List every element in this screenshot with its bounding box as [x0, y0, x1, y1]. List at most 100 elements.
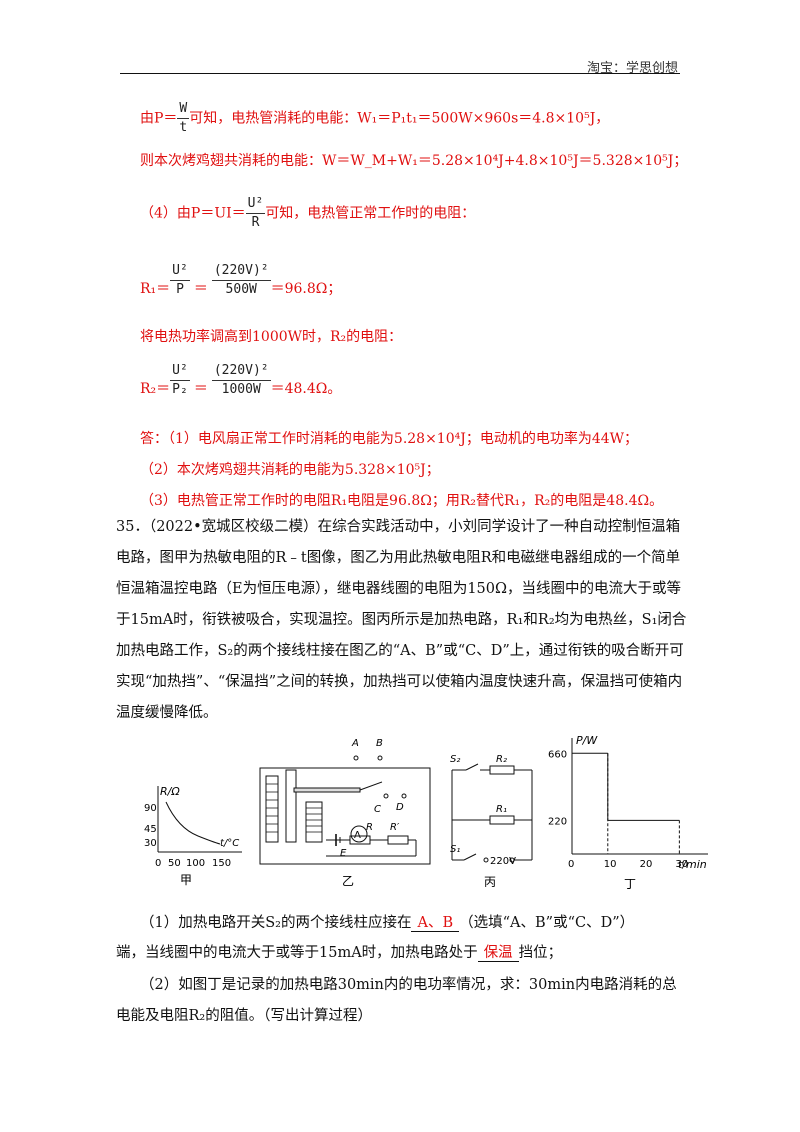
terminal	[483, 857, 489, 863]
jia-xtick-0: 0	[155, 858, 161, 869]
enclosure-frame	[259, 767, 431, 865]
coil-windings	[266, 783, 278, 833]
solution-line-5: 将电热功率调高到1000W时，R₂的电阻：	[140, 329, 403, 345]
iron-core	[265, 775, 279, 843]
switch-s1	[463, 853, 477, 861]
answer-blank-2: 保温	[477, 945, 519, 962]
label-s1: S₁	[450, 844, 460, 855]
terminal-d	[401, 793, 407, 799]
solution-line-2: 则本次烤鸡翅共消耗的电能：W＝W_M+W₁＝5.28×10⁴J+4.8×10⁵J…	[140, 153, 688, 169]
resistor-r1	[489, 815, 515, 825]
answer-blank-1: A、B	[411, 915, 460, 932]
text: （4）由P＝UI＝	[140, 205, 246, 222]
relay-windings	[306, 807, 322, 833]
figure-ding-chart: P/W t/min 丁 220 660 0 10 20 30	[548, 734, 708, 891]
question-35: 35．（2022•宽城区校级二模）在综合实践活动中，小刘同学设计了一种自动控制恒…	[116, 512, 688, 729]
label-r-prime: R′	[390, 822, 400, 833]
ammeter-icon	[350, 825, 368, 843]
figure-yi: A B C D A R R′ E 乙	[259, 738, 431, 888]
ding-xtick-label: 30	[675, 859, 688, 870]
armature-bar	[293, 787, 361, 793]
ding-xtick-label: 10	[604, 859, 617, 870]
sub-question-2: （2）如图丁是记录的加热电路30min内的电功率情况，求：30min内电路消耗的…	[116, 977, 677, 1024]
terminal-c	[383, 793, 389, 799]
label-e: E	[340, 848, 347, 859]
label-r: R	[366, 822, 373, 833]
switch-blade	[359, 781, 383, 791]
equals: ＝	[193, 381, 208, 397]
text: 可知，电热管消耗的电能：W₁＝P₁t₁＝500W×960s＝4.8×10⁵J，	[189, 110, 610, 127]
frac-bottom: R	[251, 215, 260, 230]
answer-line-3: （3）电热管正常工作时的电阻R₁电阻是96.8Ω；用R₂替代R₁，R₂的电阻是4…	[140, 493, 664, 509]
label-d: D	[396, 802, 404, 813]
r1-result: ＝96.8Ω；	[270, 281, 342, 297]
ding-ytick-label: 660	[548, 749, 567, 760]
relay-coil	[305, 801, 323, 843]
frac-top: U²	[170, 262, 190, 281]
ding-caption: 丁	[624, 877, 636, 891]
frac-bottom: P₂	[172, 382, 188, 397]
ding-marks: 220 660 0 10 20 30	[548, 749, 688, 870]
r2-result: ＝48.4Ω。	[270, 381, 342, 397]
jia-caption: 甲	[180, 873, 192, 887]
text: 可知，电热管正常工作时的电阻：	[265, 205, 476, 222]
text: 由P＝	[140, 110, 178, 127]
frac-bottom: 1000W	[221, 382, 261, 397]
ding-xtick-label: 0	[568, 859, 574, 870]
label-b: B	[376, 738, 383, 749]
text: （选填“A、B”或“C、D”）	[459, 915, 635, 931]
ding-ylabel: P/W	[576, 734, 598, 747]
jia-ytick-45: 45	[144, 824, 157, 835]
jia-xtick-50: 50	[168, 858, 181, 869]
r1-label: R₁＝	[140, 281, 171, 297]
bing-caption: 丙	[484, 875, 496, 889]
answer-line-1: 答：（1）电风扇正常工作时消耗的电能为5.28×10⁴J；电动机的电功率为44W…	[140, 431, 639, 447]
label-s2: S₂	[450, 754, 460, 765]
ding-xlabel: t/min	[678, 858, 707, 871]
label-r1: R₁	[496, 804, 507, 815]
jia-ytick-30: 30	[144, 838, 157, 849]
figure-jia: R/Ω 90 45 30 t/°C 0 50 100 150 甲	[144, 785, 242, 887]
frac-bottom: P	[176, 282, 184, 297]
figure-bing: S₂ R₂ R₁ S₁ 220V 丙	[450, 754, 533, 889]
label-c: C	[374, 804, 381, 815]
label-a: A	[351, 738, 359, 749]
resistor-r2	[489, 765, 515, 775]
sub-question-1-line-2: 端，当线圈中的电流大于或等于15mA时，加热电路处于保温挡位；	[116, 944, 562, 962]
yi-caption: 乙	[342, 874, 354, 888]
question-number: 35．	[116, 519, 149, 535]
ding-xtick-label: 20	[640, 859, 653, 870]
r2-label: R₂＝	[140, 381, 171, 397]
frac-top: W	[177, 100, 190, 119]
text: 挡位；	[518, 945, 563, 961]
equals: ＝	[193, 281, 208, 297]
switch-s2	[465, 763, 479, 771]
r-t-curve	[165, 801, 221, 845]
terminal-b	[377, 755, 383, 761]
header-shop-name: 淘宝：学思创想	[586, 61, 678, 76]
header-rule	[120, 73, 680, 74]
text: 端，当线圈中的电流大于或等于15mA时，加热电路处于	[116, 945, 478, 961]
armature-post	[285, 769, 297, 843]
label-220v: 220V	[490, 856, 516, 867]
frac-bottom: t	[179, 120, 188, 135]
label-r2: R₂	[496, 754, 507, 765]
ding-ytick-label: 220	[548, 816, 567, 827]
frac-top: U²	[245, 195, 266, 214]
jia-ylabel: R/Ω	[160, 785, 180, 798]
jia-ytick-90: 90	[144, 803, 157, 814]
rheostat-r-prime	[387, 835, 409, 845]
jia-xtick-100: 100	[186, 858, 205, 869]
terminal-a	[353, 755, 359, 761]
frac-bottom: 500W	[225, 282, 257, 297]
